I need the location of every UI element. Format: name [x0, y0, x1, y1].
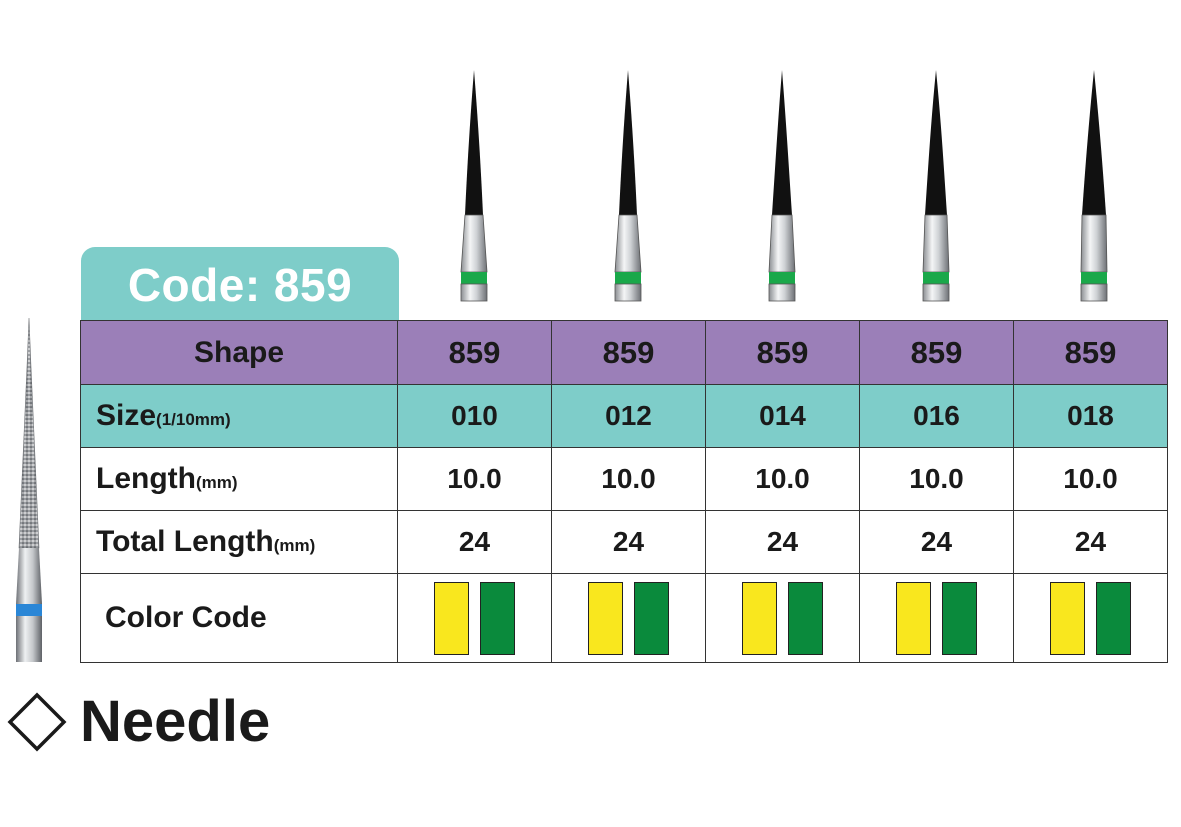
size-value: 016: [859, 384, 1014, 448]
green-swatch: [788, 581, 823, 655]
shape-label: Shape: [80, 320, 398, 385]
length-value: 10.0: [859, 447, 1014, 511]
size-value: 012: [551, 384, 706, 448]
size-value: 010: [397, 384, 552, 448]
total-length-value: 24: [705, 510, 860, 574]
bur-illustrations: [460, 70, 1108, 302]
product-title: Needle: [6, 688, 270, 755]
bur-icon-4: [922, 70, 950, 302]
color-code-cell: [859, 573, 1014, 663]
color-code-cell: [551, 573, 706, 663]
spec-table: Shape 859 859 859 859 859 Size(1/10mm) 0…: [80, 320, 1168, 663]
length-row: Length(mm) 10.0 10.0 10.0 10.0 10.0: [80, 447, 1168, 511]
bur-icon-2: [614, 70, 642, 302]
total-length-unit: (mm): [273, 536, 316, 555]
size-unit: (1/10mm): [156, 410, 231, 429]
shape-value: 859: [397, 320, 552, 385]
color-code-cell: [1013, 573, 1168, 663]
total-length-label: Total Length(mm): [80, 510, 398, 574]
total-length-row: Total Length(mm) 24 24 24 24 24: [80, 510, 1168, 574]
length-value: 10.0: [397, 447, 552, 511]
length-label: Length(mm): [80, 447, 398, 511]
color-code-cell: [705, 573, 860, 663]
shape-value: 859: [551, 320, 706, 385]
total-length-value: 24: [1013, 510, 1168, 574]
shape-value: 859: [1013, 320, 1168, 385]
bur-icon-1: [460, 70, 488, 302]
size-label: Size(1/10mm): [80, 384, 398, 448]
code-tab: Code: 859: [81, 247, 399, 323]
green-swatch: [1096, 581, 1131, 655]
yellow-swatch: [896, 581, 931, 655]
total-length-value: 24: [859, 510, 1014, 574]
diamond-bur-icon: [16, 317, 42, 662]
shape-value: 859: [859, 320, 1014, 385]
yellow-swatch: [1050, 581, 1085, 655]
total-length-value: 24: [397, 510, 552, 574]
size-value: 014: [705, 384, 860, 448]
yellow-swatch: [742, 581, 777, 655]
shape-row: Shape 859 859 859 859 859: [80, 320, 1168, 385]
diamond-outline-icon: [7, 692, 67, 751]
green-swatch: [480, 581, 515, 655]
color-code-row: Color Code: [80, 573, 1168, 663]
size-value: 018: [1013, 384, 1168, 448]
code-label: Code: 859: [127, 259, 353, 311]
size-row: Size(1/10mm) 010 012 014 016 018: [80, 384, 1168, 448]
yellow-swatch: [588, 581, 623, 655]
length-value: 10.0: [705, 447, 860, 511]
title-text: Needle: [80, 689, 271, 754]
bur-icon-3: [768, 70, 796, 302]
green-swatch: [634, 581, 669, 655]
length-value: 10.0: [1013, 447, 1168, 511]
green-swatch: [942, 581, 977, 655]
color-code-cell: [397, 573, 552, 663]
color-code-label: Color Code: [80, 573, 398, 663]
total-length-value: 24: [551, 510, 706, 574]
yellow-swatch: [434, 581, 469, 655]
shape-value: 859: [705, 320, 860, 385]
length-value: 10.0: [551, 447, 706, 511]
bur-icon-5: [1080, 70, 1108, 302]
length-unit: (mm): [195, 473, 238, 492]
